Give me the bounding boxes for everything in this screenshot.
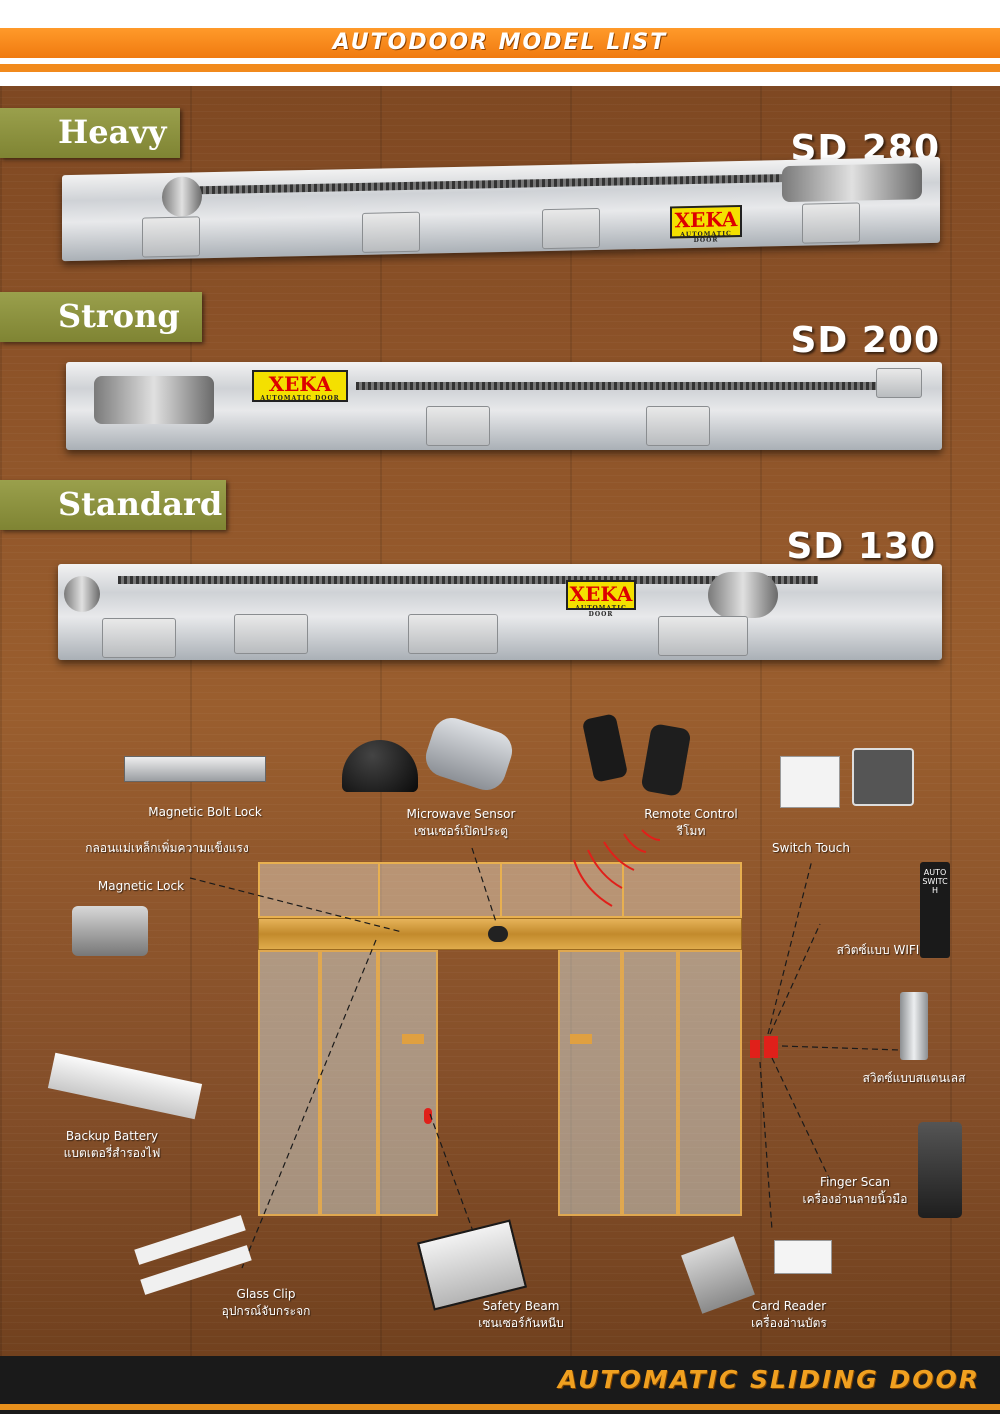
hanger-bracket xyxy=(142,216,200,258)
label-magnetic-lock: Magnetic Lock xyxy=(86,878,196,895)
brand-badge: XEKA AUTOMATIC DOOR xyxy=(670,204,742,244)
arrow-left-icon xyxy=(402,1034,424,1044)
fixed-glass-right xyxy=(678,950,742,1216)
footer-title: AUTOMATIC SLIDING DOOR xyxy=(557,1365,980,1394)
page-title: AUTODOOR MODEL LIST xyxy=(332,30,668,55)
brand-subtitle: AUTOMATIC DOOR xyxy=(575,605,627,618)
label-text-thai: แบตเตอรี่สำรองไฟ xyxy=(63,1146,161,1160)
brand-badge: XEKA AUTOMATIC DOOR xyxy=(252,370,348,402)
safety-beam-marker xyxy=(424,1108,432,1124)
label-finger-scan: Finger Scan เครื่องอ่านลายนิ้วมือ xyxy=(790,1174,920,1208)
hanger-bracket xyxy=(802,202,860,244)
motor-unit xyxy=(782,163,922,203)
label-text-thai: รีโมท xyxy=(676,824,706,838)
transom-divider xyxy=(378,862,380,918)
label-backup-battery: Backup Battery แบตเตอรี่สำรองไฟ xyxy=(52,1128,172,1162)
tier-label-standard: Standard xyxy=(0,480,226,530)
wifi-switch-image: AUTO SWITCH xyxy=(920,862,950,958)
label-microwave-sensor: Microwave Sensor เซนเซอร์เปิดประตู xyxy=(386,806,536,840)
label-text: สวิตซ์แบบ WIFI xyxy=(836,943,920,957)
brand-name: XEKA xyxy=(569,582,633,606)
card-reader-tags-image xyxy=(774,1240,832,1274)
label-text: Microwave Sensor xyxy=(406,807,516,821)
header-underline xyxy=(0,64,1000,72)
magnetic-lock-image xyxy=(72,906,148,956)
label-text: Safety Beam xyxy=(482,1299,560,1313)
footer-underline xyxy=(0,1404,1000,1410)
label-safety-beam: Safety Beam เซนเซอร์กันหนีบ xyxy=(466,1298,576,1332)
sliding-glass-right-inner xyxy=(558,950,622,1216)
label-wifi-switch: สวิตซ์แบบ WIFI xyxy=(820,942,936,959)
label-stainless-switch: สวิตซ์แบบสแตนเลส xyxy=(848,1070,980,1087)
sensor-dot xyxy=(488,926,508,942)
rail-sd130: XEKA AUTOMATIC DOOR xyxy=(58,564,942,660)
brand-name: XEKA xyxy=(268,372,332,396)
label-text-thai: เครื่องอ่านบัตร xyxy=(751,1316,827,1330)
label-card-reader: Card Reader เครื่องอ่านบัตร xyxy=(736,1298,842,1332)
label-text-thai: เซนเซอร์เปิดประตู xyxy=(413,824,509,838)
label-text: Backup Battery xyxy=(65,1129,159,1143)
label-text-thai: เซนเซอร์กันหนีบ xyxy=(478,1316,564,1330)
tier-label-heavy: Heavy xyxy=(0,108,180,158)
pulley-wheel xyxy=(64,576,100,612)
hanger-bracket xyxy=(876,368,922,398)
rail-belt xyxy=(182,174,782,195)
label-text-thai: เครื่องอ่านลายนิ้วมือ xyxy=(802,1192,908,1206)
rail-belt xyxy=(118,576,818,584)
stainless-switch-image xyxy=(900,992,928,1060)
label-remote-control: Remote Control รีโมท xyxy=(636,806,746,840)
hanger-bracket xyxy=(658,616,748,656)
label-text: กลอนแม่เหล็กเพิ่มความแข็งแรง xyxy=(85,841,249,855)
transom-divider xyxy=(622,862,624,918)
magnetic-bolt-lock-image xyxy=(124,756,266,782)
label-text: สวิตซ์แบบสแตนเลส xyxy=(862,1071,966,1085)
brand-name: XEKA xyxy=(674,207,738,233)
label-glass-clip: Glass Clip อุปกรณ์จับกระจก xyxy=(210,1286,322,1320)
brand-subtitle: AUTOMATIC DOOR xyxy=(260,395,340,402)
rail-belt xyxy=(356,382,916,390)
brand-subtitle: AUTOMATIC DOOR xyxy=(680,230,732,244)
hanger-bracket xyxy=(542,207,600,250)
sliding-glass-right xyxy=(622,950,678,1216)
label-text: Remote Control xyxy=(644,807,738,821)
tier-label-strong: Strong xyxy=(0,292,202,342)
hanger-bracket xyxy=(102,618,176,658)
label-text-thai: อุปกรณ์จับกระจก xyxy=(221,1304,311,1318)
label-switch-touch: Switch Touch xyxy=(758,840,864,857)
hanger-bracket xyxy=(426,406,490,446)
model-code-sd200: SD 200 xyxy=(790,320,940,361)
fixed-glass-left xyxy=(258,950,320,1216)
brand-badge: XEKA AUTOMATIC DOOR xyxy=(566,580,636,618)
label-strengthen-note: กลอนแม่เหล็กเพิ่มความแข็งแรง xyxy=(60,840,274,857)
hanger-bracket xyxy=(646,406,710,446)
pulley-wheel xyxy=(162,176,202,218)
sliding-glass-left-inner xyxy=(378,950,438,1216)
motor-unit xyxy=(708,572,778,618)
hanger-bracket xyxy=(362,211,420,253)
label-magnetic-bolt-lock: Magnetic Bolt Lock xyxy=(140,804,270,821)
label-text: Card Reader xyxy=(751,1299,827,1313)
motor-unit xyxy=(94,376,214,424)
finger-scan-image xyxy=(918,1122,962,1218)
transom-divider xyxy=(500,862,502,918)
label-text: Glass Clip xyxy=(236,1287,296,1301)
label-text: Magnetic Lock xyxy=(97,879,185,893)
switch-marker xyxy=(764,1036,778,1058)
switch-touch-image xyxy=(780,756,840,808)
hanger-bracket xyxy=(234,614,308,654)
label-text: Finger Scan xyxy=(820,1175,890,1189)
sliding-glass-left xyxy=(320,950,378,1216)
switch-touch-image-alt xyxy=(852,748,914,806)
hanger-bracket xyxy=(408,614,498,654)
arrow-right-icon xyxy=(570,1034,592,1044)
label-text: Magnetic Bolt Lock xyxy=(148,805,262,819)
connector-lines xyxy=(189,829,901,1269)
model-code-sd130: SD 130 xyxy=(786,526,936,567)
rail-sd280: XEKA AUTOMATIC DOOR xyxy=(62,156,940,262)
rail-sd200: XEKA AUTOMATIC DOOR xyxy=(66,362,942,450)
header-stripe xyxy=(0,28,1000,58)
label-text: Switch Touch xyxy=(772,841,850,855)
switch-marker xyxy=(750,1040,760,1058)
